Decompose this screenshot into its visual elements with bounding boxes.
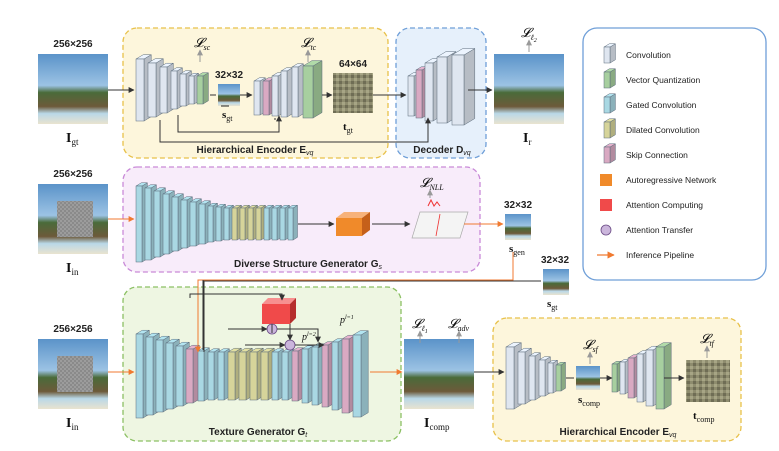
- legend-item: Attention Transfer: [600, 224, 693, 236]
- title-structure: Diverse Structure Generator Gs: [234, 259, 383, 271]
- size-label-gt: 256×256: [53, 39, 93, 50]
- legend-label: Autoregressive Network: [626, 175, 717, 185]
- legend-item: Vector Quantization: [603, 68, 700, 89]
- label-i-comp: Icomp: [424, 416, 450, 432]
- texture-layer-7: [207, 348, 221, 401]
- legend-item: Dilated Convolution: [603, 118, 700, 139]
- texture-layer-5: [185, 344, 201, 404]
- size-label-sgt: 32×32: [215, 70, 244, 81]
- texture-layer-16: [301, 345, 315, 404]
- legend-label: Inference Pipeline: [626, 250, 694, 260]
- legend-label: Attention Computing: [626, 200, 703, 210]
- attention-transfer-2: [284, 339, 296, 351]
- legend-swatch: [603, 43, 617, 64]
- legend-swatch: [603, 143, 617, 164]
- texture-layer-15: [291, 347, 305, 402]
- size-label-tgt: 64×64: [339, 59, 368, 70]
- label-s-gen: sgen: [509, 243, 525, 257]
- nll-plane: [411, 198, 469, 239]
- label-i-in-1: Iin: [66, 261, 79, 277]
- label-i-gt: Igt: [66, 131, 79, 147]
- texture-layer-14: [281, 348, 295, 401]
- encoder-top-layer-3: [280, 67, 294, 118]
- image-s-gt-2: [543, 269, 569, 295]
- legend-label: Dilated Convolution: [626, 125, 700, 135]
- image-i-r: [494, 54, 564, 124]
- label-s-comp: scomp: [578, 394, 600, 408]
- texture-layer-19: [331, 338, 345, 411]
- image-t-comp: [686, 360, 730, 402]
- image-i-comp: [404, 339, 474, 409]
- texture-layer-8: [217, 348, 231, 401]
- label-i-in-2: Iin: [66, 416, 79, 432]
- legend-item: Inference Pipeline: [597, 250, 694, 260]
- image-t-gt: [333, 73, 373, 113]
- size-label-in-1: 256×256: [53, 169, 93, 180]
- decoder-layer-4: [451, 48, 476, 126]
- label-t-gt: tgt: [343, 121, 354, 135]
- encoder-layer-6: [196, 72, 210, 105]
- legend-item: Gated Convolution: [603, 93, 697, 114]
- legend-swatch: [603, 93, 617, 114]
- title-encoder: Hierarchical Encoder Evq: [197, 145, 314, 157]
- attention-computing-block: [262, 298, 296, 324]
- encoder2-layer-5: [555, 361, 567, 392]
- legend-item: Skip Connection: [603, 143, 688, 164]
- legend-box: [582, 27, 767, 281]
- label-i-r: Ir: [523, 131, 531, 147]
- encoder2-top-layer-5: [655, 342, 673, 410]
- encoder-top-layer-5: [302, 60, 323, 119]
- label-s-gt: sgt: [222, 109, 233, 123]
- title-encoder2: Hierarchical Encoder Evq: [560, 427, 677, 439]
- legend-label: Vector Quantization: [626, 75, 700, 85]
- texture-layer-21: [352, 330, 370, 418]
- legend-swatch: [603, 118, 617, 139]
- texture-layer-6: [197, 347, 211, 402]
- legend-label: Convolution: [626, 50, 671, 60]
- layer-blocks: [135, 48, 673, 419]
- texture-layer-18: [321, 341, 335, 408]
- label-t-comp: tcomp: [693, 410, 714, 424]
- legend-swatch: [600, 224, 612, 236]
- legend-label: Gated Convolution: [626, 100, 697, 110]
- legend-item: Autoregressive Network: [600, 174, 717, 186]
- texture-layer-13: [271, 348, 285, 401]
- structure-group: [122, 166, 481, 273]
- size-label-in-2: 256×256: [53, 324, 93, 335]
- legend-swatch: [600, 174, 612, 186]
- legend-item: Attention Computing: [600, 199, 703, 211]
- image-i-gt: [38, 54, 108, 124]
- connections: [108, 39, 710, 381]
- attention-p2: pl=2: [301, 332, 316, 343]
- legend-swatch: [603, 68, 617, 89]
- size-label-sgen: 32×32: [504, 200, 533, 211]
- mask-2: [57, 356, 93, 392]
- size-label-sgt-2: 32×32: [541, 255, 570, 266]
- legend-item: Convolution: [603, 43, 671, 64]
- encoder2-layer-2: [528, 352, 542, 401]
- image-s-gt: [218, 84, 240, 106]
- texture-layer-17: [311, 343, 325, 406]
- structure-layer-18: [287, 204, 299, 241]
- image-s-comp: [576, 366, 600, 390]
- autoregressive-block: [336, 212, 370, 236]
- image-s-gen: [505, 214, 531, 240]
- legend-swatch: [600, 199, 612, 211]
- title-decoder: Decoder Dvq: [413, 145, 471, 157]
- encoder-top-layer-4: [291, 63, 305, 118]
- attention-p1: pl=1: [339, 315, 354, 326]
- legend-label: Skip Connection: [626, 150, 688, 160]
- legend-label: Attention Transfer: [626, 225, 693, 235]
- mask-1: [57, 201, 93, 237]
- title-texture: Texture Generator Gt: [209, 427, 309, 439]
- loss-adv: 𝓛adv: [448, 316, 469, 333]
- label-s-gt-2: sgt: [547, 298, 558, 312]
